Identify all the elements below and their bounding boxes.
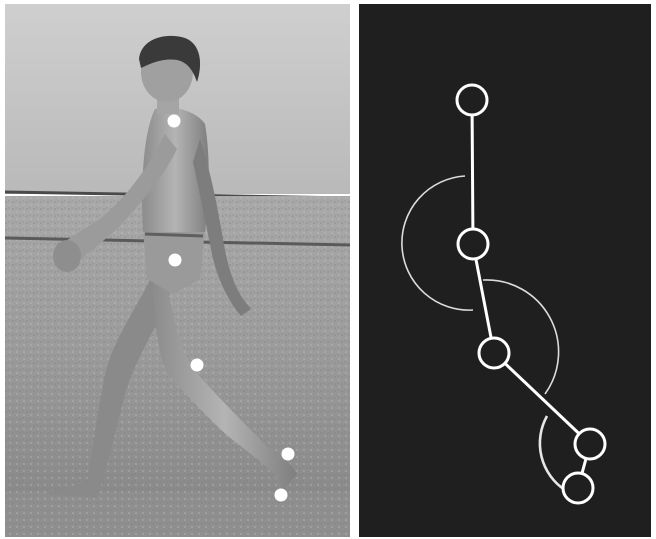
knee-joint	[479, 338, 509, 368]
toe-joint	[563, 473, 593, 503]
toe-marker	[275, 489, 288, 502]
trunk-segment	[472, 100, 473, 244]
ankle-marker	[282, 448, 295, 461]
floor-texture	[5, 492, 350, 537]
knee-marker	[191, 359, 204, 372]
shoulder-marker	[168, 115, 181, 128]
waistband	[145, 234, 203, 236]
hip-joint	[458, 229, 488, 259]
walking-child-photo	[5, 4, 350, 537]
stick-background	[359, 4, 651, 537]
stick-svg	[359, 4, 651, 537]
stick-model-panel	[359, 4, 651, 537]
back-hand	[53, 240, 81, 272]
hip-marker	[169, 254, 182, 267]
photo-svg	[5, 4, 350, 537]
ankle-joint	[575, 429, 605, 459]
shoulder-joint	[457, 85, 487, 115]
